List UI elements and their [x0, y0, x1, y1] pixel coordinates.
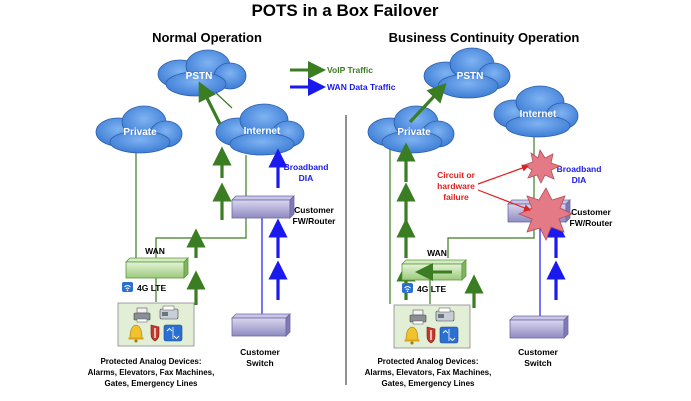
left-broadband-label: Broadband	[284, 162, 329, 172]
elevator-icon	[439, 326, 459, 344]
left-wifi-icon	[122, 282, 133, 292]
left-fw-router	[231, 195, 295, 219]
bell-alarm-icon	[128, 324, 144, 343]
left-fw-label-1: Customer	[294, 205, 334, 215]
right-wan-label: WAN	[427, 248, 447, 258]
right-private-label: Private	[397, 127, 431, 138]
right-switch-label-1: Customer	[518, 347, 558, 357]
fax-machine-icon	[159, 305, 179, 320]
right-broadband-label: Broadband	[557, 164, 602, 174]
left-switch-label-2: Switch	[246, 358, 273, 368]
left-devices-box	[117, 302, 195, 347]
legend: VoIP Traffic WAN Data Traffic	[290, 61, 396, 96]
right-devices-box	[393, 304, 471, 349]
wan-legend-label: WAN Data Traffic	[327, 82, 396, 92]
failure-burst-icon	[517, 187, 573, 241]
left-dia-label: DIA	[299, 173, 314, 183]
emergency-shield-icon	[150, 324, 160, 342]
left-switch-label-1: Customer	[240, 347, 280, 357]
failure-pointer-arrow	[477, 164, 530, 185]
voip-arrow	[408, 82, 447, 124]
emergency-shield-icon	[426, 326, 436, 344]
failure-label-2: hardware	[437, 181, 475, 191]
normal-operation-heading: Normal Operation	[152, 30, 262, 45]
right-lte-device	[401, 259, 467, 281]
printer-icon	[133, 307, 151, 323]
left-lte-label: 4G LTE	[137, 283, 166, 293]
business-continuity-heading: Business Continuity Operation	[389, 30, 580, 45]
right-switch-label-2: Switch	[524, 358, 551, 368]
left-internet-cloud: Internet	[215, 103, 305, 156]
fax-machine-icon	[435, 307, 455, 322]
voip-arrow	[198, 81, 222, 125]
left-private-cloud: Private	[95, 105, 183, 154]
failure-label-1: Circuit or	[437, 170, 475, 180]
business-continuity-panel: PSTN Private Internet	[365, 47, 614, 388]
left-pstn-label: PSTN	[186, 71, 213, 82]
right-devices-caption-2: Alarms, Elevators, Fax Machines,	[365, 368, 492, 377]
left-pstn-cloud: PSTN	[157, 49, 247, 97]
failure-burst-icon	[523, 148, 562, 184]
failure-label-3: failure	[443, 192, 469, 202]
right-internet-label: Internet	[520, 109, 557, 120]
right-internet-cloud: Internet	[493, 85, 579, 138]
left-connector-lines	[135, 77, 247, 258]
left-wan-label: WAN	[145, 246, 165, 256]
right-lte-label: 4G LTE	[417, 284, 446, 294]
right-private-cloud: Private	[367, 105, 455, 154]
right-customer-switch	[509, 315, 569, 339]
left-internet-label: Internet	[244, 126, 281, 137]
normal-operation-panel: PSTN Private Internet	[88, 49, 337, 388]
left-customer-switch	[231, 313, 291, 337]
left-voip-arrows	[186, 81, 232, 305]
right-devices-caption-1: Protected Analog Devices:	[377, 357, 478, 366]
left-lte-device	[125, 257, 189, 279]
right-fw-label-2: FW/Router	[570, 218, 614, 228]
left-private-label: Private	[123, 127, 157, 138]
diagram-title: POTS in a Box Failover	[251, 1, 438, 20]
right-fw-label-1: Customer	[571, 207, 611, 217]
left-fw-label-2: FW/Router	[293, 216, 337, 226]
elevator-icon	[163, 324, 183, 342]
left-devices-caption-1: Protected Analog Devices:	[100, 357, 201, 366]
right-dia-label: DIA	[572, 175, 587, 185]
right-devices-caption-3: Gates, Emergency Lines	[382, 379, 475, 388]
right-pstn-cloud: PSTN	[423, 47, 511, 99]
left-devices-caption-2: Alarms, Elevators, Fax Machines,	[88, 368, 215, 377]
printer-icon	[409, 309, 427, 325]
bell-alarm-icon	[404, 326, 420, 345]
voip-legend-label: VoIP Traffic	[327, 65, 373, 75]
failure-pointer-arrow	[477, 189, 532, 212]
right-pstn-label: PSTN	[457, 71, 484, 82]
left-devices-caption-3: Gates, Emergency Lines	[105, 379, 198, 388]
right-wifi-icon	[402, 283, 413, 293]
